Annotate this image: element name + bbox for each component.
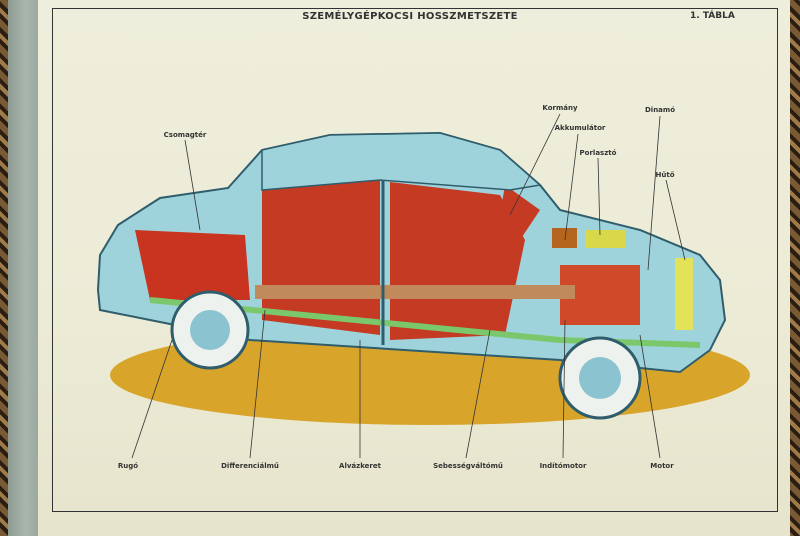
plate-number: 1. TÁBLA (690, 11, 735, 21)
label-dinamo: Dinamó (644, 106, 676, 114)
label-differencialmu: Differenciálmű (221, 462, 279, 470)
label-kormany: Kormány (542, 104, 578, 112)
trunk-interior (135, 230, 250, 300)
radiator (675, 258, 693, 330)
chassis-frame (149, 297, 701, 348)
leader-lines (131, 113, 686, 459)
label-motor: Motor (650, 462, 674, 470)
plate-border (52, 8, 778, 512)
label-sebessegvaltomu: Sebességváltómű (433, 462, 503, 470)
label-alvazkeret: Alvázkeret (339, 462, 381, 470)
front-seat (390, 182, 525, 340)
label-rugo: Rugó (117, 462, 139, 470)
label-porlaszto: Porlasztó (579, 149, 617, 157)
carburetor (585, 230, 625, 248)
battery (552, 228, 577, 248)
plate-title: SZEMÉLYGÉPKOCSI HOSSZMETSZETE (302, 11, 518, 22)
label-csomagter: Csomagtér (163, 131, 207, 139)
label-akkumulator: Akkumulátor (554, 124, 606, 132)
label-inditomotor: Indítómotor (539, 462, 587, 470)
drive-shaft (255, 285, 575, 299)
label-huto: Hűtő (655, 171, 675, 179)
